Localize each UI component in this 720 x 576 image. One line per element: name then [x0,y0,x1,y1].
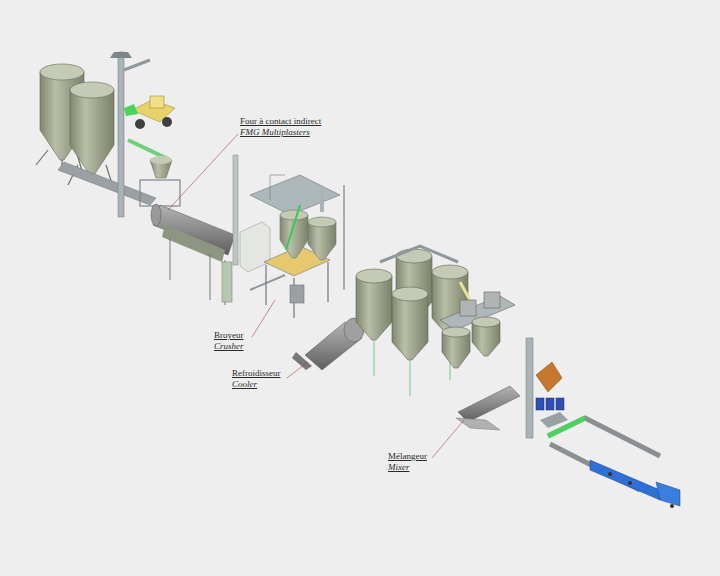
callout-label: FMG Multiplasters [240,127,310,138]
callout-label: Mélangeur [388,451,427,462]
callout-label: Mixer [388,462,410,473]
callout-label: Crusher [214,341,244,352]
callout-label: Broyeur [214,330,244,341]
callout-label: Four à contact indirect [240,116,321,127]
callout-label: Refroidisseur [232,368,281,379]
callout-label: Cooler [232,379,257,390]
